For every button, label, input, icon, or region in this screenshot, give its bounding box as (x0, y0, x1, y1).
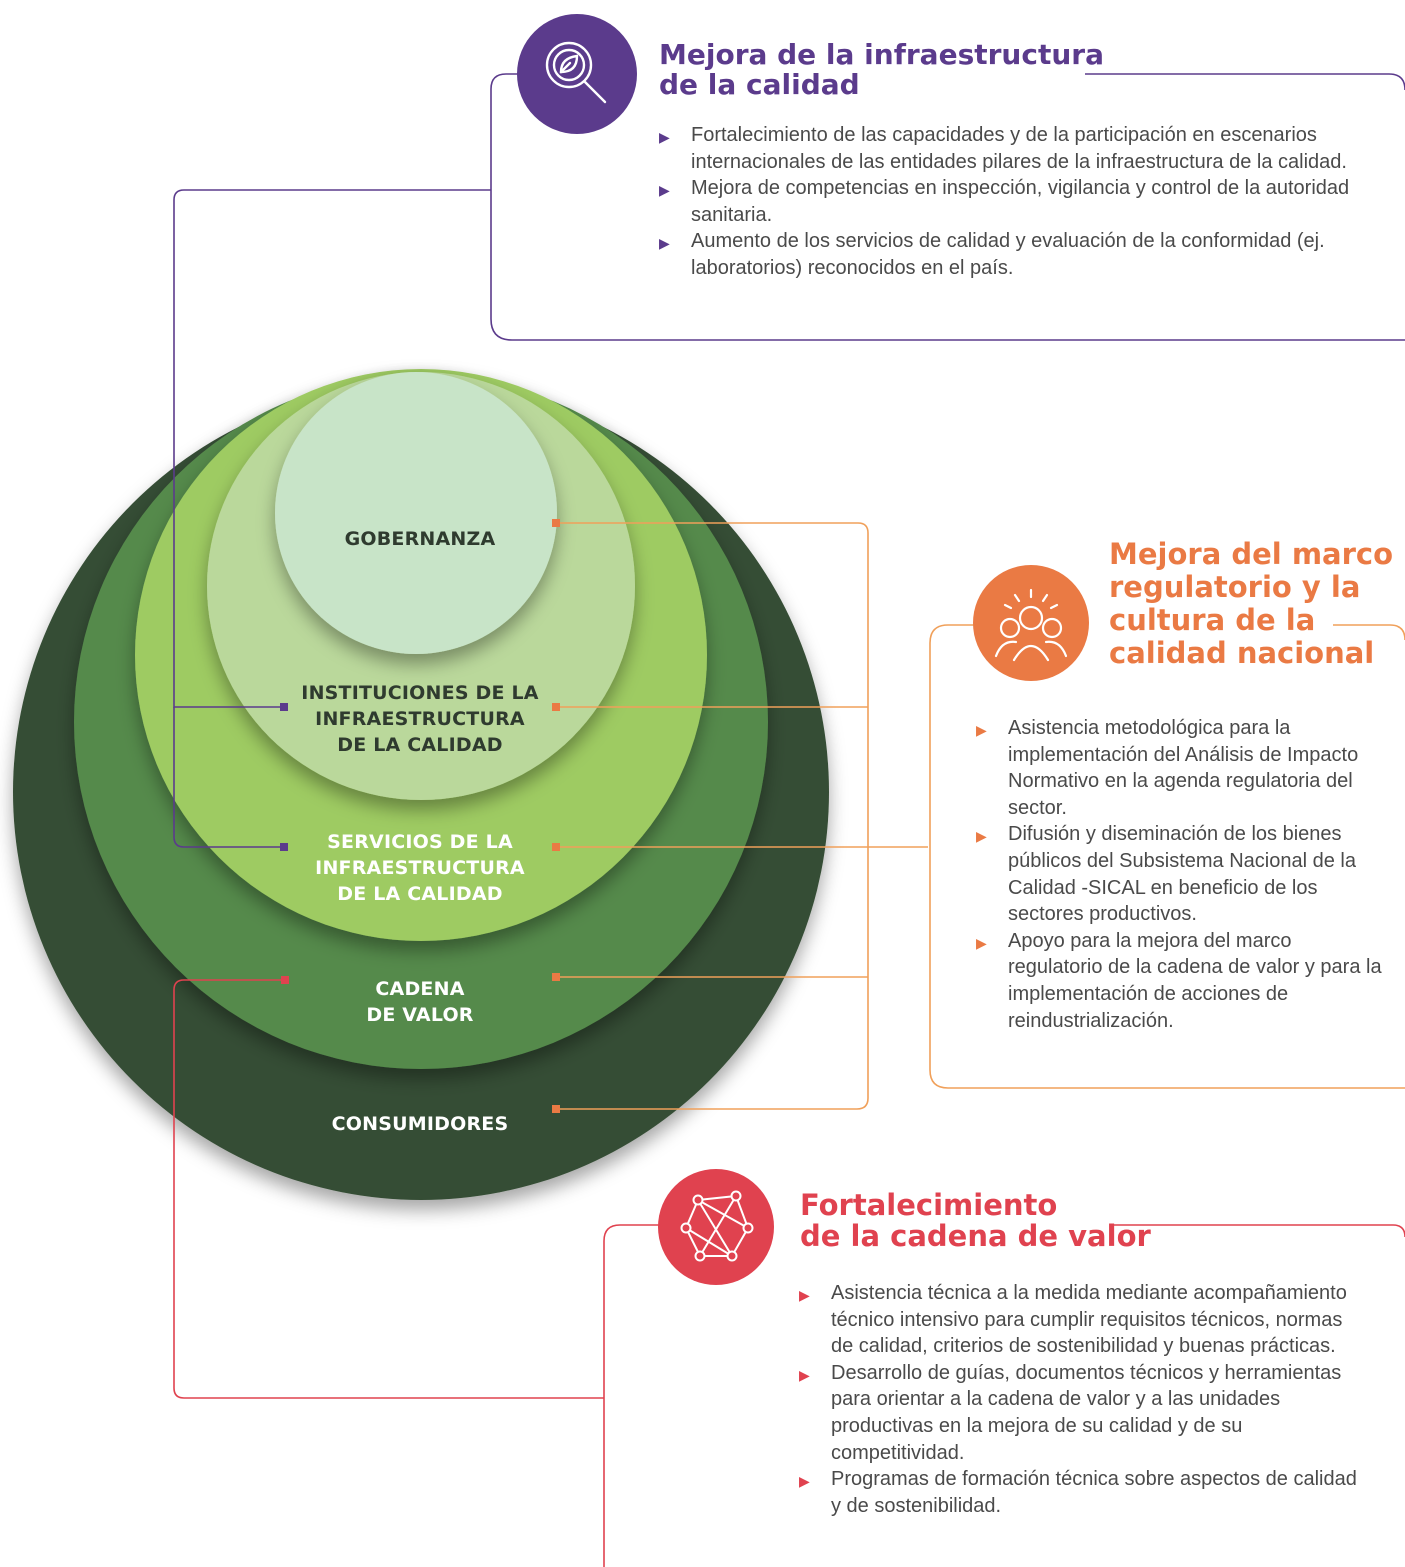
bullet-arrow-icon: ▶ (976, 722, 987, 738)
people-group-icon (973, 565, 1089, 681)
title-cadena: Fortalecimiento de la cadena de valor (800, 1188, 1151, 1254)
bullet-arrow-icon: ▶ (799, 1366, 810, 1383)
purple-marker-servicios (280, 843, 288, 851)
purple-marker-instituciones (280, 703, 288, 711)
bullet-arrow-icon: ▶ (976, 828, 987, 845)
bullets-regulatorio: ▶Asistencia metodológica para la impleme… (974, 715, 1389, 1034)
orange-marker-consumidores (552, 1105, 560, 1113)
network-nodes-icon (658, 1169, 774, 1285)
bullet-item: ▶Mejora de competencias en inspección, v… (659, 177, 1350, 226)
label-instituciones: INSTITUCIONES DE LA INFRAESTRUCTURA DE L… (301, 682, 539, 756)
bullet-item: ▶Desarrollo de guías, documentos técnico… (799, 1361, 1342, 1464)
label-cadena-de-valor: CADENA DE VALOR (366, 978, 474, 1026)
bullet-item: ▶Apoyo para la mejora del marco regulato… (976, 929, 1382, 1032)
bullet-arrow-icon: ▶ (659, 182, 670, 199)
orange-marker-gobernanza (552, 519, 560, 527)
bullet-arrow-icon: ▶ (659, 235, 670, 252)
orange-marker-instituciones (552, 703, 560, 711)
bullets-cadena: ▶Asistencia técnica a la medida mediante… (797, 1280, 1367, 1519)
bullets-infraestructura: ▶Fortalecimiento de las capacidades y de… (657, 122, 1387, 282)
orange-connector (556, 522, 1405, 1110)
bullet-arrow-icon: ▶ (976, 934, 987, 951)
bullet-item: ▶Difusión y diseminación de los bienes p… (976, 823, 1356, 926)
ring-gobernanza (275, 372, 557, 654)
bullet-item: ▶Programas de formación técnica sobre as… (799, 1468, 1357, 1517)
bullet-arrow-icon: ▶ (659, 129, 670, 145)
bullet-item: ▶Asistencia técnica a la medida mediante… (799, 1282, 1347, 1358)
bullet-arrow-icon: ▶ (799, 1287, 810, 1303)
label-consumidores: CONSUMIDORES (331, 1113, 509, 1135)
title-regulatorio: Mejora del marco regulatorio y la cultur… (1109, 537, 1394, 670)
bullet-item: ▶Asistencia metodológica para la impleme… (976, 717, 1359, 819)
bullet-item: ▶Fortalecimiento de las capacidades y de… (659, 124, 1347, 173)
magnifier-leaf-icon (517, 14, 637, 134)
orange-marker-servicios (552, 843, 560, 851)
purple-connector (173, 73, 1405, 848)
label-servicios: SERVICIOS DE LA INFRAESTRUCTURA DE LA CA… (315, 831, 525, 905)
bullet-arrow-icon: ▶ (799, 1473, 810, 1490)
red-marker-cadena (281, 976, 289, 984)
label-gobernanza: GOBERNANZA (344, 528, 496, 550)
title-infraestructura: Mejora de la infraestructura de la calid… (659, 38, 1104, 102)
bullet-item: ▶Aumento de los servicios de calidad y e… (659, 230, 1325, 279)
orange-marker-cadena (552, 973, 560, 981)
